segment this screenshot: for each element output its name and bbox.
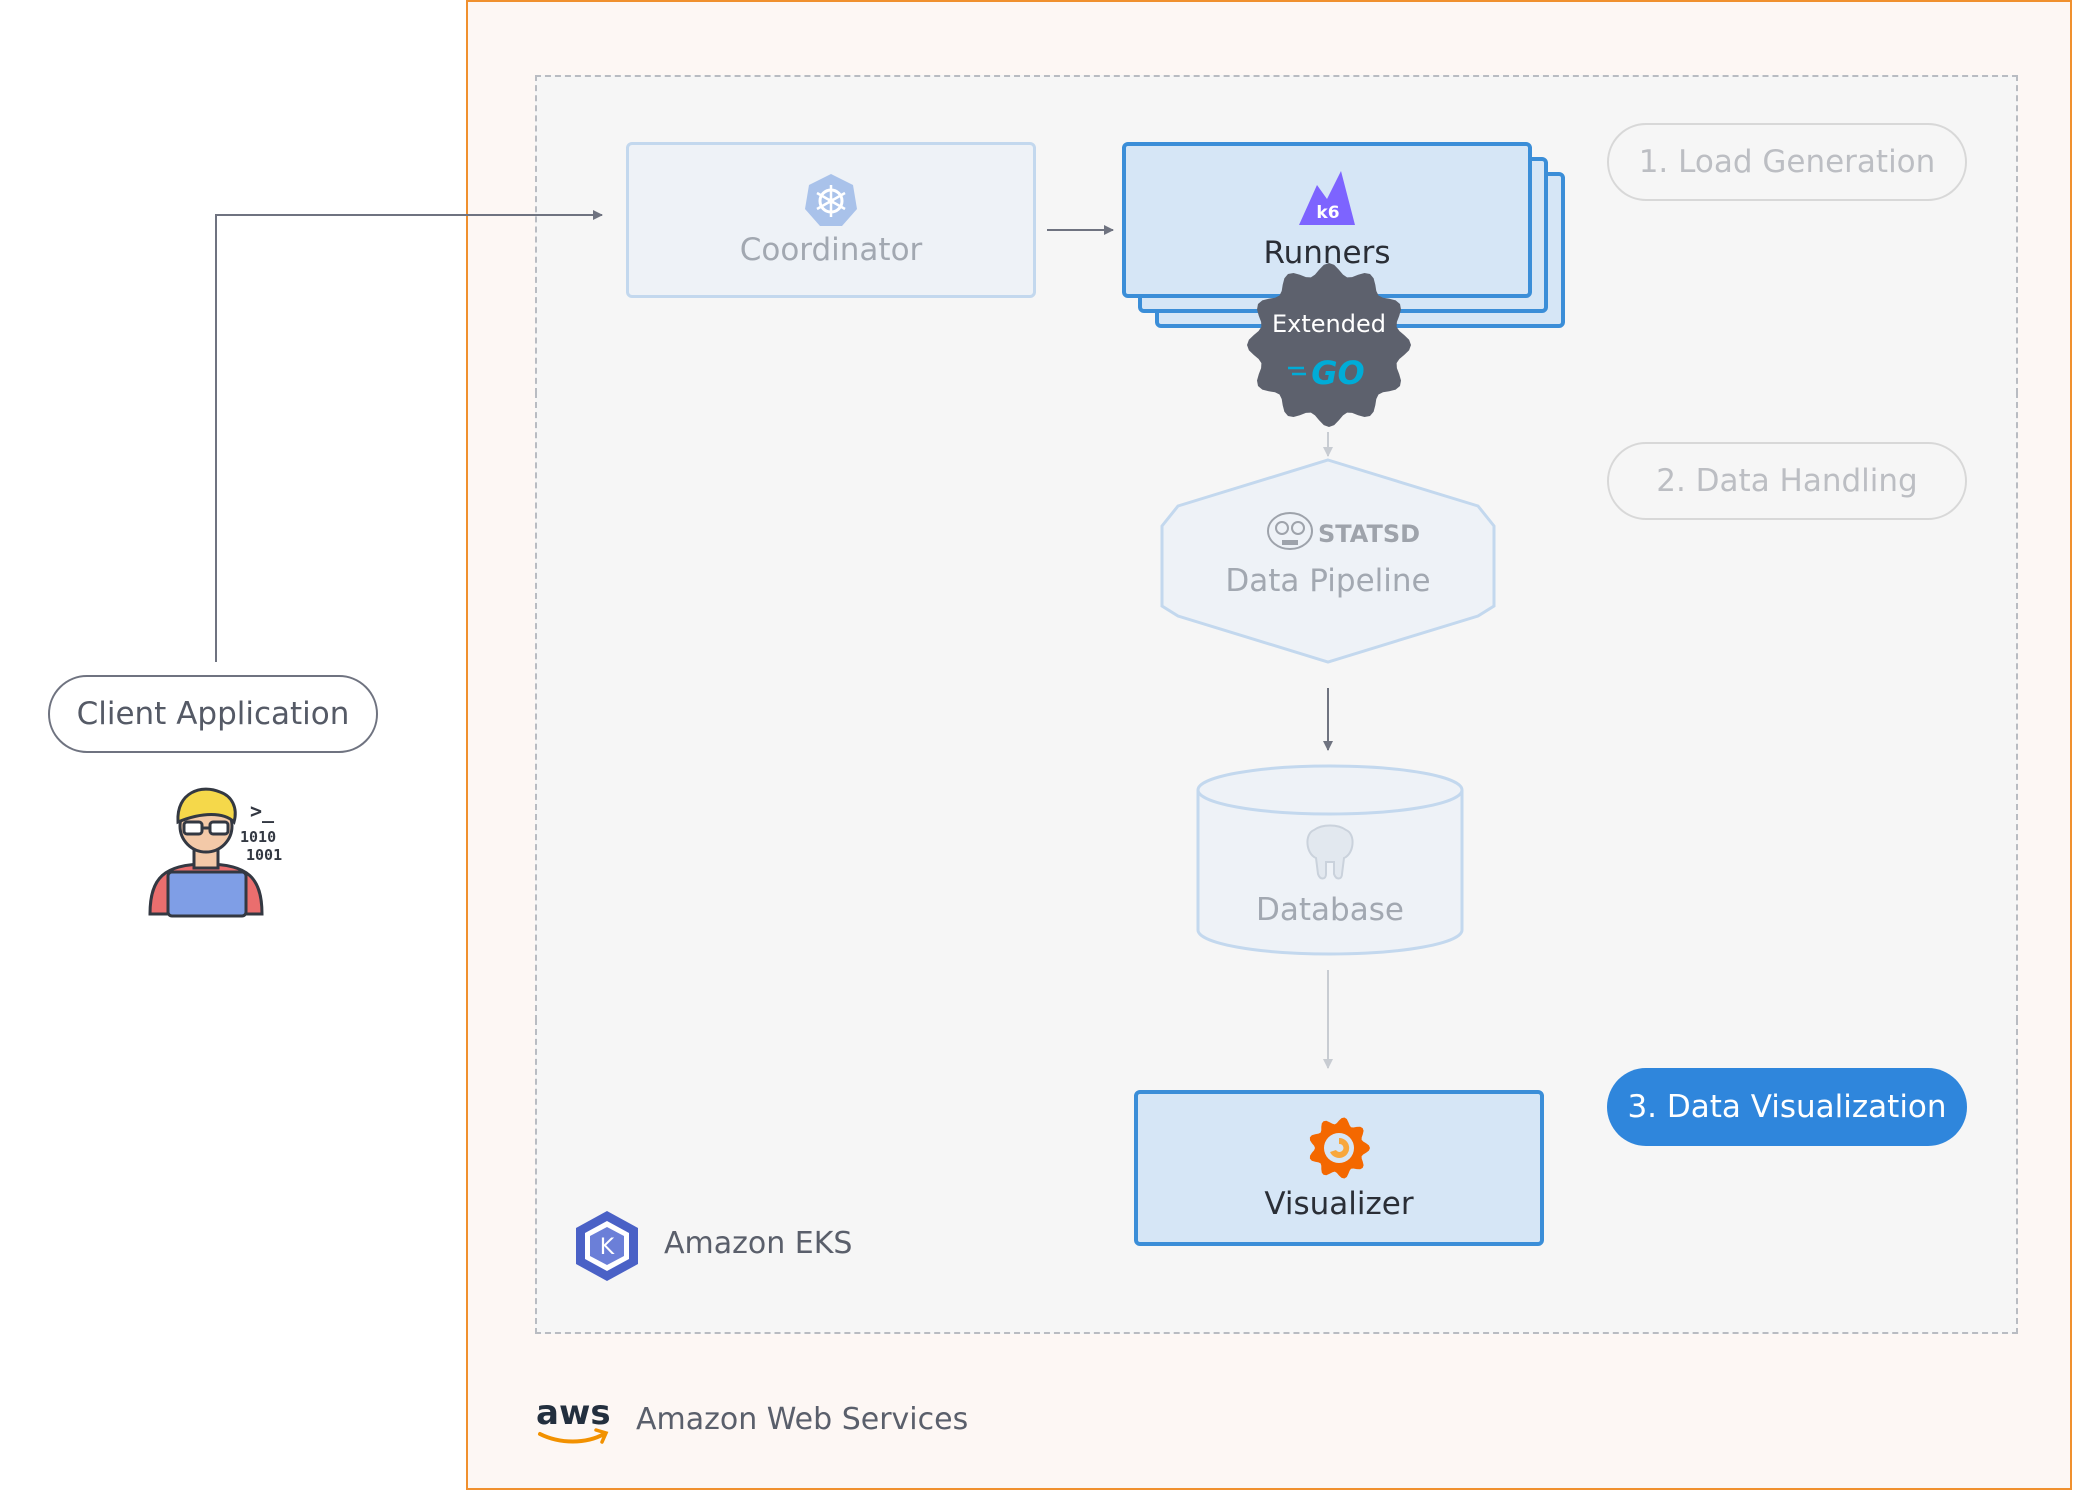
svg-text:GO: GO [1311, 354, 1364, 392]
stage-2-pill: 2. Data Handling [1607, 442, 1967, 520]
aws-logo-icon: aws [536, 1393, 611, 1444]
extended-label: Extended [1272, 310, 1386, 338]
kubernetes-icon [805, 174, 857, 226]
visualizer-node: Visualizer [1134, 1090, 1544, 1246]
database-node: Database [1196, 764, 1464, 956]
stage-3-label: 3. Data Visualization [1627, 1089, 1947, 1125]
developer-code-line-1: 1010 [240, 828, 276, 846]
go-logo-icon: GO [1288, 354, 1365, 392]
postgresql-icon [1306, 824, 1354, 880]
client-application-label: Client Application [76, 696, 350, 732]
developer-icon: >_ 1010 1001 [148, 787, 282, 918]
stage-2-label: 2. Data Handling [1656, 463, 1918, 499]
coordinator-label: Coordinator [739, 232, 923, 268]
statsd-logo-text: STATSD [1318, 520, 1420, 548]
amazon-web-services-label: Amazon Web Services [636, 1402, 969, 1437]
developer-prompt-text: >_ [250, 799, 275, 823]
stage-1-label: 1. Load Generation [1638, 144, 1936, 180]
data-pipeline-node: STATSD Data Pipeline [1160, 458, 1496, 664]
go-extension-badge: Extended GO [1244, 260, 1414, 430]
svg-text:k6: k6 [1316, 203, 1339, 223]
database-label: Database [1256, 892, 1404, 928]
client-application-pill: Client Application [48, 675, 378, 753]
grafana-icon [1309, 1117, 1370, 1179]
developer-code-line-2: 1001 [246, 846, 282, 864]
stage-3-pill: 3. Data Visualization [1607, 1068, 1967, 1146]
statsd-icon [1267, 512, 1313, 550]
amazon-eks-label: Amazon EKS [664, 1226, 853, 1261]
data-pipeline-label: Data Pipeline [1225, 563, 1430, 599]
amazon-eks-icon: K [576, 1211, 638, 1281]
svg-text:K: K [600, 1235, 615, 1260]
k6-icon: k6 [1299, 171, 1355, 225]
coordinator-node: Coordinator [626, 142, 1036, 298]
badge-shape [1247, 263, 1411, 427]
visualizer-label: Visualizer [1264, 1186, 1414, 1222]
stage-1-pill: 1. Load Generation [1607, 123, 1967, 201]
svg-text:aws: aws [536, 1393, 611, 1433]
